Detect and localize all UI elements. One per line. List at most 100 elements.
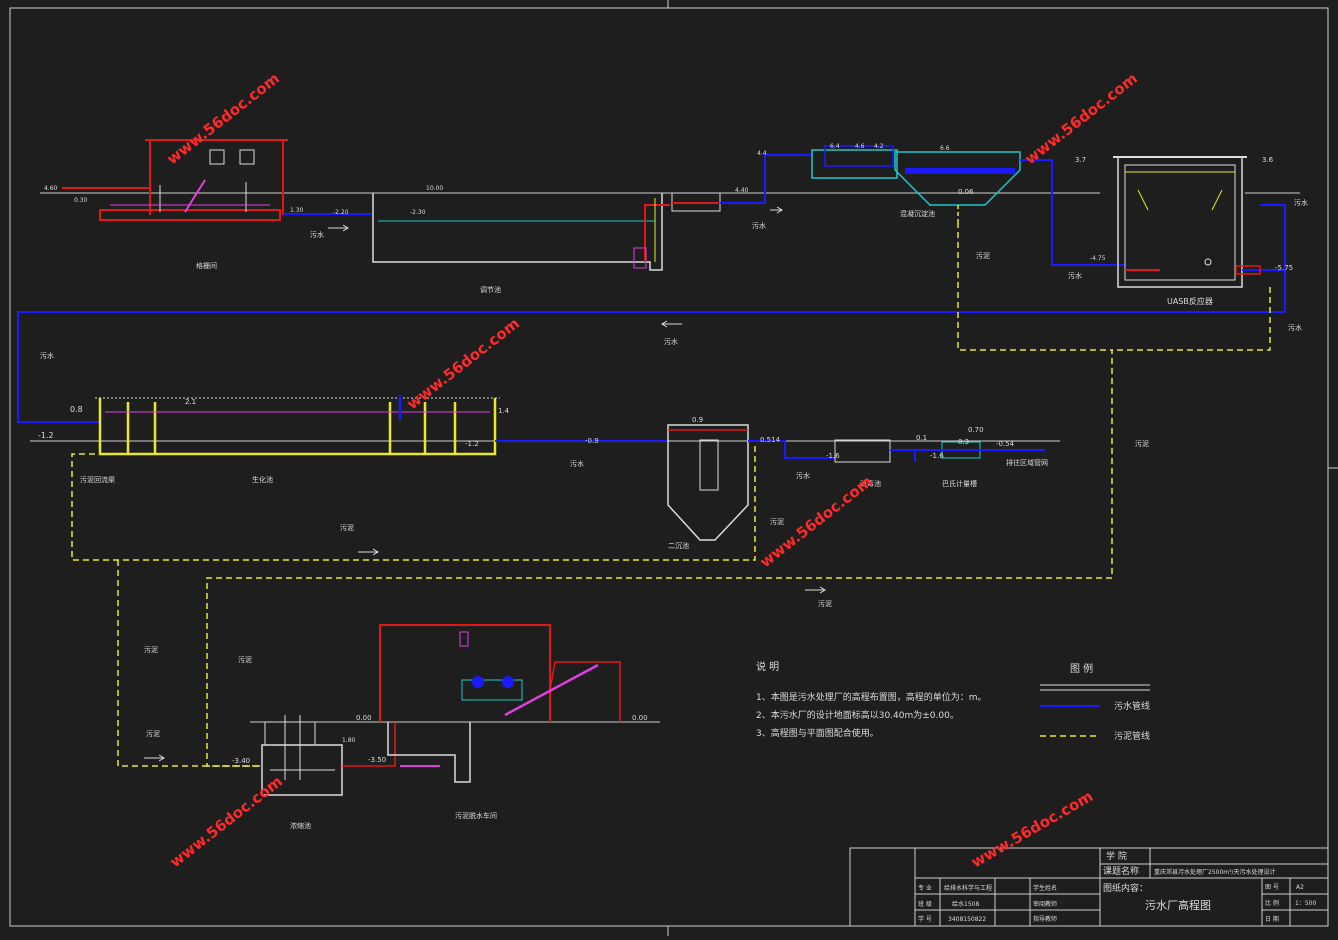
label-grit-chamber: 格栅间	[196, 261, 217, 270]
elev-25: 0.514	[760, 436, 781, 444]
tb-project-label: 课题名称	[1103, 865, 1139, 877]
elev-2: 0.30	[74, 197, 88, 204]
sludge-pipe-1	[206, 222, 1113, 767]
label-flow-meter: 巴氏计量槽	[942, 479, 977, 488]
elev-21: -1.2	[38, 431, 54, 440]
label-uasb: UASB反应器	[1167, 296, 1213, 306]
note-3: 3、高程图与平面图配合使用。	[756, 727, 879, 739]
elev-5: 10.00	[426, 185, 443, 192]
label-bio-tank: 生化池	[252, 475, 273, 484]
tb-scale-label: 比 例	[1265, 899, 1279, 907]
legend-sludge-label: 污泥管线	[1114, 730, 1150, 742]
elev-11: 4.2	[874, 143, 884, 150]
sludge-dewatering-structure	[379, 624, 621, 783]
legend-sewage-label: 污水管线	[1114, 700, 1150, 712]
tb-class-value: 给水1508	[952, 900, 979, 908]
elev-14: 3.7	[1075, 156, 1086, 164]
tb-student-label: 学生姓名	[1033, 884, 1057, 892]
sewage-pipe-3	[1020, 159, 1125, 266]
flow-label-sewage-9: 污水	[796, 471, 810, 480]
bio-tank-structure	[95, 395, 500, 456]
elev-31: -0.54	[996, 440, 1015, 448]
tb-major-label: 专 业	[918, 884, 932, 892]
elev-34: -3.40	[232, 757, 250, 765]
flow-label-sludge-5: 污泥	[818, 600, 832, 608]
tb-major-value: 给排水科学与工程	[944, 884, 992, 892]
tb-designer-label: 审阅教师	[1033, 900, 1057, 908]
label-regulating-tank: 调节池	[480, 285, 501, 294]
elev-22: -1.2	[465, 440, 479, 448]
flow-label-sludge-7: 污泥	[238, 656, 252, 664]
tb-id-value: 3408150822	[948, 916, 986, 923]
sewage-pipe-7	[890, 449, 916, 462]
elev-29: 0.70	[968, 426, 984, 434]
elev-23: -0.9	[585, 437, 599, 445]
elev-19: 2.1	[185, 398, 196, 406]
tb-project-value: 重庆郊县污水处理厂2500m³/天污水处理设计	[1154, 868, 1276, 876]
ground-lines	[30, 192, 1300, 723]
uasb-structure	[1113, 156, 1247, 288]
grit-chamber-structure	[62, 139, 288, 221]
elev-6: -2.30	[410, 209, 426, 216]
elev-20: 1.4	[498, 407, 510, 415]
title-block-grid	[849, 847, 1329, 927]
elev-26: -1.6	[826, 452, 840, 460]
tb-class-label: 班 级	[918, 900, 932, 908]
lift-pump-pipe	[644, 204, 670, 262]
sludge-pipe-2	[1112, 287, 1271, 351]
tb-scale-value: 1：500	[1295, 900, 1316, 907]
label-discharge: 排往区域管网	[1006, 458, 1048, 467]
note-2: 2、本污水厂的设计地面标高以30.40m为±0.00。	[756, 709, 959, 721]
elev-8: 6.4	[830, 143, 840, 150]
watermark-2: www.56doc.com	[1021, 69, 1141, 168]
tb-drawing-value: 污水厂高程图	[1145, 898, 1211, 912]
elev-24: 0.9	[692, 416, 703, 424]
tb-id-label: 学 号	[918, 915, 932, 923]
elev-36: 0.00	[632, 714, 648, 722]
elev-27: 0.1	[916, 434, 927, 442]
frame-border	[9, 7, 1329, 927]
tb-date-label: 日 期	[1265, 915, 1279, 923]
elev-4: -2.20	[333, 209, 349, 216]
label-sludge-thickener: 浓缩池	[290, 821, 311, 830]
label-sludge-dewatering: 污泥脱水车间	[455, 811, 497, 820]
flow-label-sewage-2: 污水	[752, 221, 766, 230]
flow-label-sewage-7: 污水	[40, 351, 54, 360]
elev-18: 0.8	[70, 405, 83, 414]
flow-label-sewage-1: 污水	[310, 230, 324, 239]
elev-32: 0.00	[356, 714, 372, 722]
elev-30: 0.3	[958, 438, 969, 446]
label-coag-settler: 混凝沉淀池	[900, 209, 935, 218]
flow-arrows	[144, 206, 826, 762]
thickener-outlet	[342, 722, 396, 767]
tb-drawing-label: 图纸内容：	[1103, 882, 1148, 894]
elev-15: 3.6	[1262, 156, 1274, 164]
elev-16: -4.75	[1090, 255, 1106, 262]
lift-pump	[633, 247, 647, 269]
elev-17: -5.75	[1275, 264, 1293, 272]
flow-label-sludge-4: 污泥	[770, 518, 784, 526]
coag-settler-structure	[811, 145, 1021, 222]
sludge-pipe-3	[117, 560, 262, 767]
tb-advisor-label: 指导教师	[1033, 915, 1057, 923]
sludge-thickener-structure	[261, 715, 343, 796]
sewage-pipe-4	[17, 270, 1286, 423]
flow-label-sludge-2: 污泥	[1135, 440, 1149, 448]
flow-label-sewage-8: 污水	[570, 459, 584, 468]
regulating-tank-outline	[372, 193, 663, 271]
uasb-outlet-valve	[1235, 265, 1261, 275]
flow-label-sewage-4: 污水	[1294, 198, 1308, 207]
label-sludge-return: 污泥回流渠	[80, 475, 115, 484]
note-1: 1、本图是污水处理厂的高程布置图，高程的单位为：m。	[756, 691, 987, 703]
elev-28: -1.6	[930, 452, 944, 460]
elev-12: 6.6	[940, 145, 950, 152]
label-secondary-clarifier: 二沉池	[668, 541, 689, 550]
uasb-outlet	[1242, 204, 1286, 271]
elev-33: 1.80	[342, 737, 356, 744]
flow-label-sewage-6: 污水	[664, 337, 678, 346]
watermark-6: www.56doc.com	[968, 787, 1096, 871]
watermark-5: www.56doc.com	[166, 772, 286, 871]
tb-sheet-label: 图 号	[1265, 884, 1279, 891]
